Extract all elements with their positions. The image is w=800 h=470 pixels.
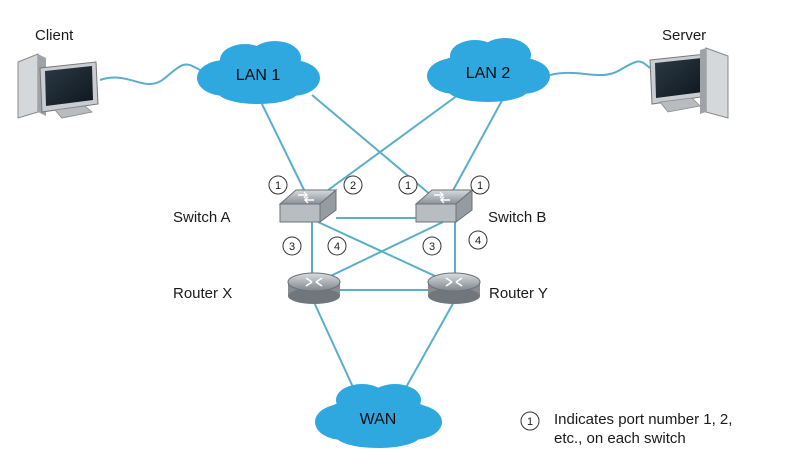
lan1-label: LAN 1	[236, 67, 281, 84]
switch-b-icon	[414, 188, 474, 223]
port-marker-switch-b-3	[422, 236, 442, 256]
cloud-lan1	[197, 41, 320, 104]
port-label-switch-b-3: 3	[429, 241, 435, 253]
router-y-label: Router Y	[489, 285, 548, 302]
router-y-icon	[427, 272, 481, 304]
port-label-switch-b-4: 4	[475, 235, 481, 247]
cloud-lan2	[427, 38, 550, 102]
link-server-lan2	[549, 60, 651, 77]
cloud-wan	[315, 384, 442, 448]
router-x-label: Router X	[173, 285, 232, 302]
client-computer-icon	[17, 53, 99, 119]
client-label: Client	[35, 27, 74, 44]
port-marker-switch-a-4	[327, 236, 347, 256]
legend-port-symbol-label: 1	[527, 416, 533, 428]
port-label-switch-a-4: 4	[334, 241, 340, 253]
switch-a-icon	[278, 188, 338, 223]
link-switch-b-router-x	[317, 221, 444, 283]
switch-a-label: Switch A	[173, 209, 231, 226]
link-switch-a-router-y	[317, 221, 449, 283]
legend-text: Indicates port number 1, 2, etc., on eac…	[554, 410, 794, 448]
lan2-label: LAN 2	[466, 65, 511, 82]
port-markers	[268, 175, 540, 431]
connection-links	[99, 60, 651, 399]
legend-line-2: etc., on each switch	[554, 430, 686, 447]
legend-line-1: Indicates port number 1, 2,	[554, 411, 733, 428]
port-label-switch-a-1: 1	[275, 180, 281, 192]
port-marker-switch-a-3	[282, 236, 302, 256]
port-label-switch-a-3: 3	[289, 241, 295, 253]
port-label-switch-b-1-left: 1	[405, 180, 411, 192]
port-marker-switch-b-4	[468, 230, 488, 250]
wan-label: WAN	[360, 411, 397, 428]
port-label-switch-b-1-right: 1	[477, 180, 483, 192]
port-marker-switch-a-2	[343, 175, 363, 195]
link-router-x-wan	[312, 299, 359, 399]
link-lan2-switch-b	[449, 94, 506, 197]
port-marker-switch-b-1-right	[470, 175, 490, 195]
server-label: Server	[662, 27, 706, 44]
switch-b-label: Switch B	[488, 209, 546, 226]
port-marker-switch-a-1	[268, 175, 288, 195]
server-computer-icon	[649, 47, 729, 119]
link-lan1-switch-a	[259, 99, 308, 197]
link-lan2-switch-a	[319, 94, 459, 197]
port-marker-switch-b-1-left	[398, 175, 418, 195]
legend-port-symbol	[520, 411, 540, 431]
port-label-switch-a-2: 2	[350, 180, 356, 192]
router-x-icon	[287, 272, 341, 304]
link-client-lan1	[99, 63, 201, 86]
link-router-y-wan	[399, 299, 456, 399]
